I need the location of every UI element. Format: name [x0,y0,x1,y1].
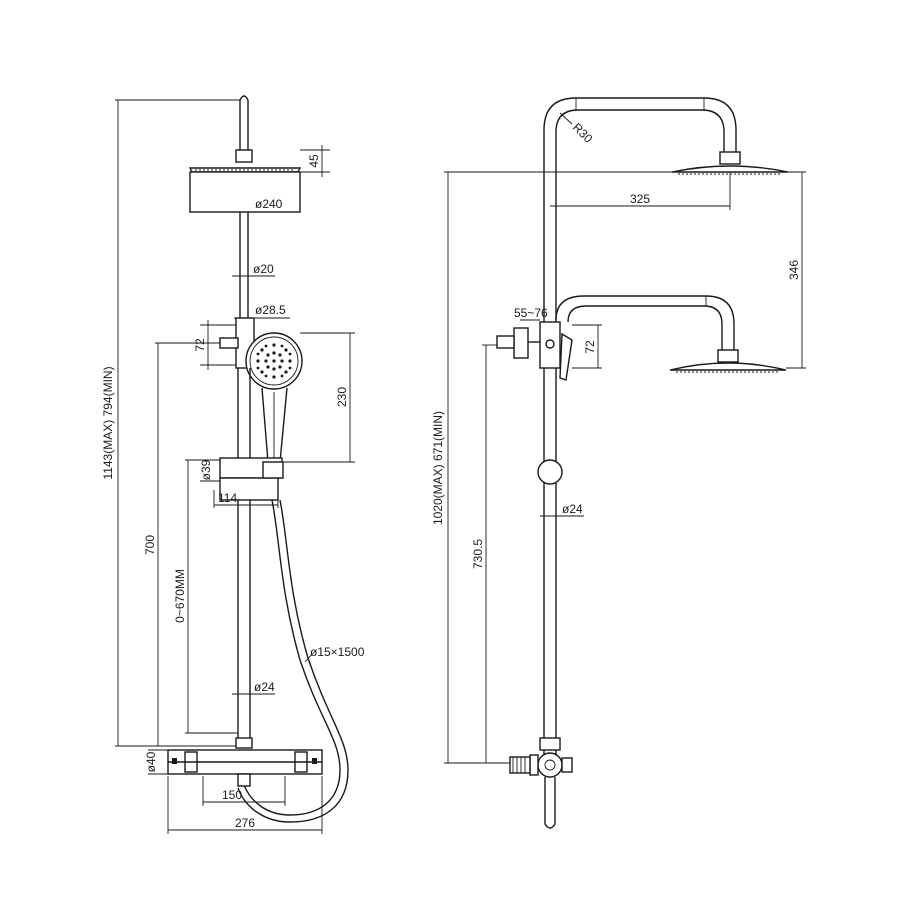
holder-range-label: 55~76 [514,306,548,320]
lower-shower-arm [555,295,739,363]
total-height-label: 1143(MAX) 794(MIN) [101,366,115,479]
front-view: 45 ø240 ø20 ø28.5 72 230 ø39 114 1143(MA… [101,95,365,834]
valve-centers-label: 150 [222,788,242,802]
slide-range-label: 0~670MM [173,569,187,623]
side-handset-holder [496,321,573,381]
thermostatic-valve [167,749,323,787]
rail-diameter-label: ø24 [254,680,275,694]
hand-shower [245,332,303,463]
side-view: R30 325 346 55~76 72 ø24 1020(MAX) 671(M… [431,97,806,829]
front-view-dimension-labels: 45 ø240 ø20 ø28.5 72 230 ø39 114 1143(MA… [101,154,365,830]
upper-shower-arm [543,97,741,760]
holder-diameter-label: ø28.5 [255,303,286,317]
slide-rail [235,368,253,749]
holder-height-label: 72 [193,338,207,352]
upper-pipe-diameter-label: ø20 [253,262,274,276]
bend-radius-label: R30 [570,120,596,146]
slider-width-label: 114 [218,491,237,505]
overhead-shower-head [188,149,302,213]
valve-width-label: 276 [235,816,255,830]
main-riser-pipe [239,212,249,318]
side-slide-bracket [537,459,563,485]
hand-shower-nozzles [256,343,292,379]
lower-shower-head [669,362,787,373]
rail-length-label: 700 [143,535,157,555]
arm-adjust-label: 346 [787,260,801,280]
upper-riser-pipe [239,95,249,155]
side-view-dimension-lines [444,112,806,764]
side-view-dimension-labels: R30 325 346 55~76 72 ø24 1020(MAX) 671(M… [431,120,801,569]
arm-projection-label: 325 [630,192,650,206]
front-view-dimension-lines [115,99,355,834]
handset-length-label: 230 [335,387,349,407]
hose-spec-label: ø15×1500 [310,645,365,659]
side-holder-height-label: 72 [583,340,597,354]
side-rail-diameter-label: ø24 [562,502,583,516]
head-diameter-label: ø240 [255,197,283,211]
side-valve [509,737,573,829]
valve-diameter-label: ø40 [144,751,158,772]
slider-diameter-label: ø39 [199,459,213,480]
shower-hose [237,499,349,823]
valve-height-label: 730.5 [471,539,485,569]
side-total-height-label: 1020(MAX) 671(MIN) [431,411,445,525]
slide-bracket [219,457,284,501]
head-height-label: 45 [307,154,321,168]
